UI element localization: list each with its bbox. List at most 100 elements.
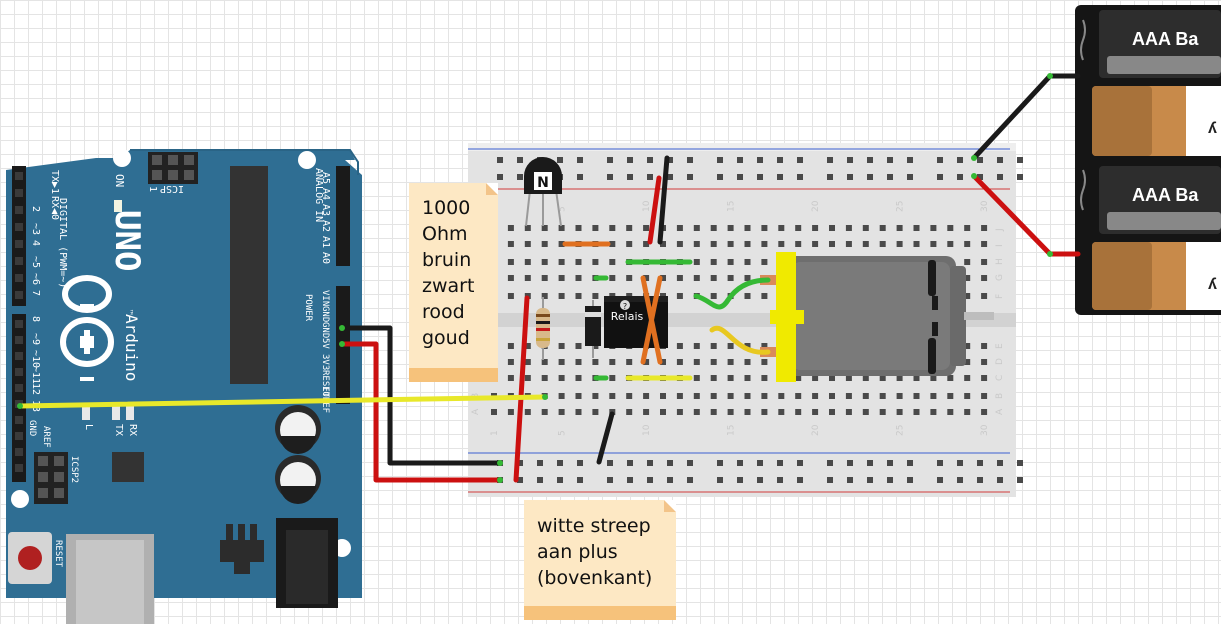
analog-label: ANALOG IN <box>313 168 324 222</box>
breadboard-hole <box>981 359 988 365</box>
breadboard-hole <box>778 225 785 231</box>
breadboard-hole <box>845 241 852 247</box>
rail-hole <box>667 157 673 163</box>
breadboard-hole <box>609 375 616 381</box>
digital-pin-label: ~5 <box>30 256 41 268</box>
breadboard-hole <box>609 275 616 281</box>
rail-hole <box>797 157 803 163</box>
header-pin <box>15 336 23 344</box>
breadboard-hole <box>710 359 717 365</box>
header-pin <box>15 432 23 440</box>
header-pin <box>15 206 23 214</box>
row-letter: E <box>995 343 1005 349</box>
breadboard-hole <box>507 275 514 281</box>
resistor <box>536 297 550 360</box>
breadboard-hole <box>524 409 531 415</box>
breadboard-hole <box>896 393 903 399</box>
breadboard-hole <box>795 393 802 399</box>
header-pin <box>15 416 23 424</box>
breadboard-hole <box>626 359 633 365</box>
diode-note: witte streep aan plus (bovenkant) <box>524 500 676 620</box>
breadboard-hole <box>947 225 954 231</box>
column-number: 25 <box>896 425 906 436</box>
breadboard-hole <box>524 275 531 281</box>
rail-hole <box>797 460 803 466</box>
breadboard-hole <box>710 225 717 231</box>
breadboard-hole <box>761 259 768 265</box>
transistor: N <box>524 157 562 227</box>
rail-hole <box>1017 157 1023 163</box>
breadboard-hole <box>862 393 869 399</box>
breadboard-hole <box>744 393 751 399</box>
header-pin <box>15 384 23 392</box>
breadboard-hole <box>845 393 852 399</box>
breadboard-hole <box>778 241 785 247</box>
relay-badge <box>620 300 630 310</box>
wire-black <box>657 155 670 245</box>
rail-hole <box>717 460 723 466</box>
breadboard-hole <box>507 409 514 415</box>
breadboard-hole <box>507 343 514 349</box>
breadboard-hole <box>879 393 886 399</box>
digital-pin-label: 8 <box>30 316 41 322</box>
rx-label: RX◀0 <box>49 196 60 220</box>
rail-hole <box>687 477 693 483</box>
header-pin <box>15 368 23 376</box>
breadboard-hole <box>761 293 768 299</box>
atmega-chip <box>230 166 268 384</box>
rail-hole <box>997 477 1003 483</box>
note-fold <box>664 500 676 512</box>
rail-hole <box>977 460 983 466</box>
rail-hole <box>847 157 853 163</box>
rail-hole <box>627 477 633 483</box>
breadboard-hole <box>981 225 988 231</box>
rail-hole <box>887 477 893 483</box>
note-line: aan plus <box>537 541 618 563</box>
breadboard-hole <box>812 225 819 231</box>
breadboard-hole <box>693 409 700 415</box>
rail-hole <box>667 460 673 466</box>
breadboard-hole <box>964 343 971 349</box>
rail-hole <box>827 477 833 483</box>
icsp2-label: ICSP2 <box>69 456 79 483</box>
breadboard-hole <box>930 225 937 231</box>
breadboard-hole <box>507 225 514 231</box>
rail-hole <box>647 157 653 163</box>
breadboard-hole <box>761 393 768 399</box>
header-pin <box>15 189 23 197</box>
rail-hole <box>907 460 913 466</box>
breadboard-hole <box>693 359 700 365</box>
breadboard-hole <box>727 225 734 231</box>
breadboard-hole <box>558 259 565 265</box>
column-number: 15 <box>727 201 737 212</box>
mount-hole <box>298 151 316 169</box>
battery: AAA Ba <box>1099 10 1221 78</box>
breadboard-hole <box>660 359 666 365</box>
rail-hole <box>757 477 763 483</box>
header-pin <box>15 172 23 180</box>
breadboard-hole <box>693 225 700 231</box>
power-pin-label: GND <box>320 306 330 322</box>
breadboard-hole <box>710 343 717 349</box>
breadboard-hole <box>626 393 633 399</box>
breadboard-hole <box>693 343 700 349</box>
breadboard-hole <box>981 241 988 247</box>
dc-motor <box>760 252 994 382</box>
breadboard-hole <box>660 275 666 281</box>
breadboard-hole <box>981 393 988 399</box>
rail-hole <box>627 460 633 466</box>
breadboard-hole <box>981 293 988 299</box>
rail-hole <box>867 460 873 466</box>
breadboard-hole <box>710 393 717 399</box>
breadboard-hole <box>947 393 954 399</box>
voltage-regulator <box>220 540 264 562</box>
breadboard-hole <box>812 393 819 399</box>
breadboard-hole <box>761 359 768 365</box>
rail-hole <box>497 157 503 163</box>
rail-hole <box>1017 460 1023 466</box>
breadboard-hole <box>744 375 751 381</box>
breadboard-hole <box>693 259 700 265</box>
row-letter: D <box>995 358 1005 365</box>
column-number: 20 <box>811 424 821 436</box>
